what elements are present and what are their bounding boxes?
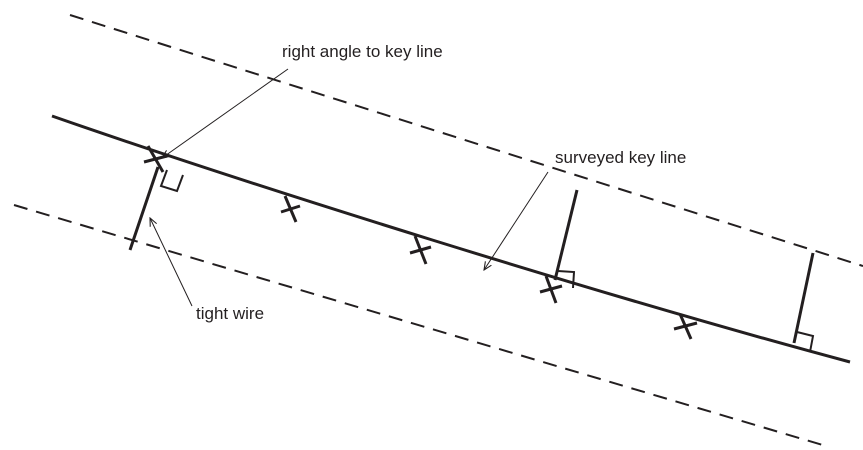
tight-wire-label: tight wire — [196, 304, 264, 323]
key-line-leader-arrow — [484, 171, 549, 270]
surveyed-key-line — [51, 114, 851, 364]
survey-peg-marker — [673, 313, 698, 340]
lower-dashed-boundary — [13, 204, 827, 447]
survey-peg-marker — [539, 275, 563, 304]
survey-peg-marker — [280, 195, 301, 223]
tight-wire-leader-arrow — [150, 218, 193, 307]
tight-wire-middle — [553, 189, 579, 289]
survey-peg-marker — [409, 235, 432, 265]
right-angle-label: right angle to key line — [282, 42, 443, 61]
right-angle-leader-arrow — [162, 68, 289, 158]
tight-wire-right — [792, 252, 815, 353]
upper-dashed-boundary — [69, 14, 863, 267]
surveyed-key-line-label: surveyed key line — [555, 148, 686, 167]
tight-wire-left — [128, 166, 184, 251]
